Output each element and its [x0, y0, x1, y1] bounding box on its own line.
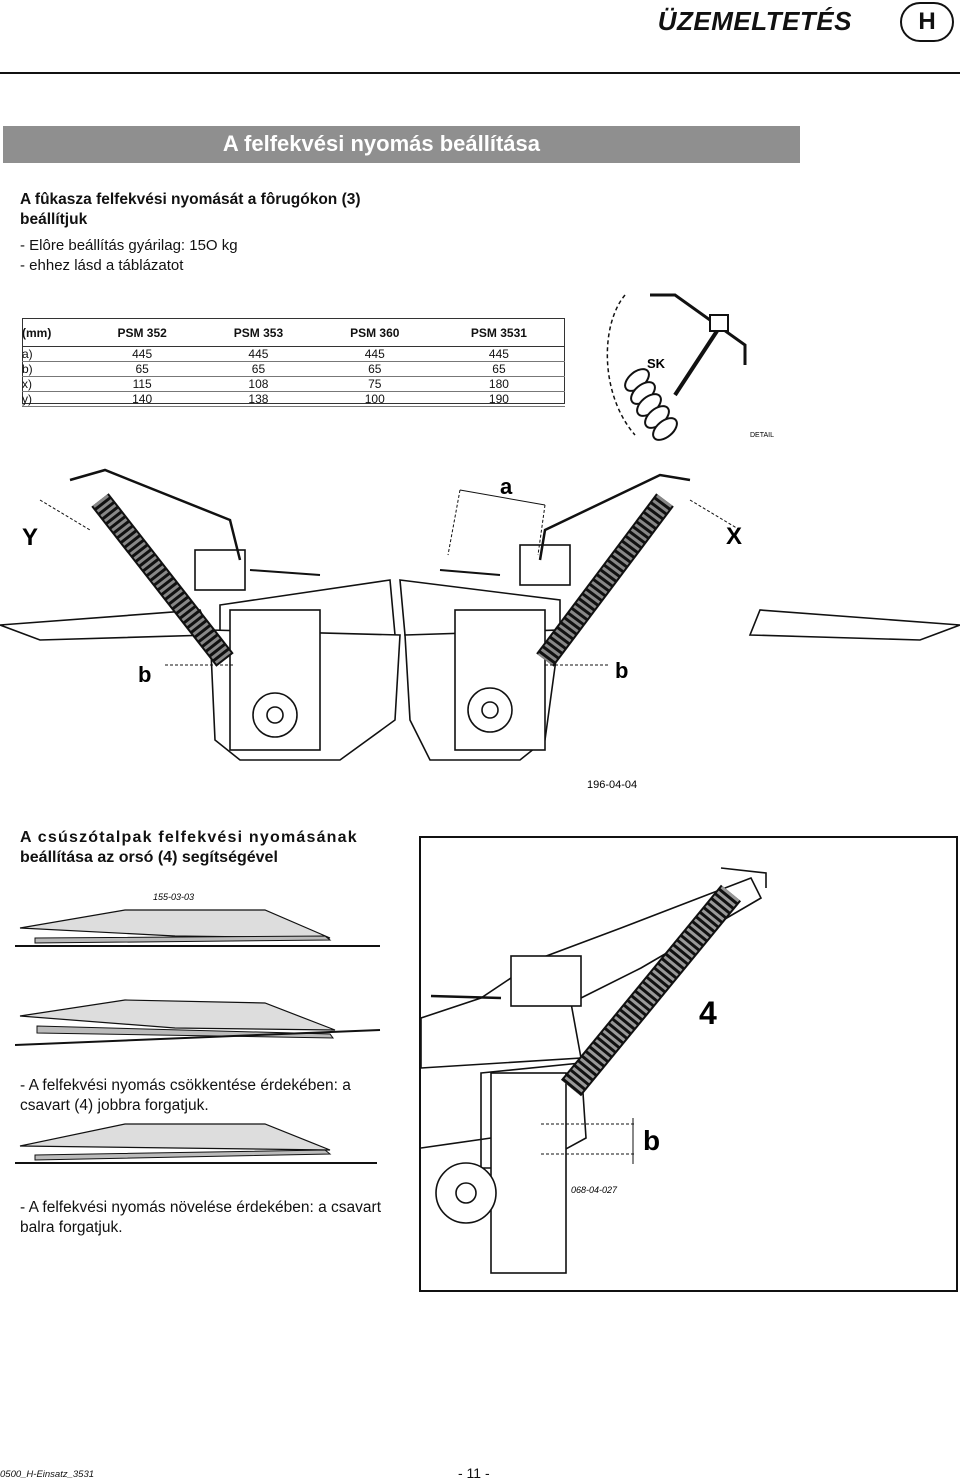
bullet-increase-pressure: - A felfekvési nyomás növelése érdekében… [20, 1199, 382, 1236]
spindle-figure-code: 068-04-027 [571, 1185, 618, 1195]
spindle-drawing-frame: 4 b 068-04-027 [419, 836, 958, 1292]
header-divider [0, 72, 960, 74]
table-cell: y) [22, 391, 84, 407]
table-cell: 445 [200, 346, 317, 362]
mower-frame-detail [421, 867, 767, 1274]
footer-doc-code: 0500_H-Einsatz_3531 [0, 1469, 95, 1480]
table-cell: 140 [84, 391, 201, 407]
spindle-rod [673, 329, 719, 397]
skid-caption-line2: beállítása az orsó (4) segítségével [20, 849, 278, 866]
table-cell: 115 [84, 376, 201, 392]
spec-table-header-row: (mm) PSM 352 PSM 353 PSM 360 PSM 3531 [22, 320, 565, 347]
header-section-label: ÜZEMELTETÉS [657, 6, 852, 36]
skid-increased [15, 1123, 377, 1164]
intro-line-preset: - Elôre beállítás gyárilag: 15O kg [20, 237, 238, 254]
spring-coils [624, 368, 678, 441]
b-dimension-lines [541, 1118, 636, 1164]
spindle-nut [709, 314, 729, 332]
figure-code: 196-04-04 [587, 779, 637, 791]
table-cell: 65 [200, 361, 317, 377]
adjusting-spring [560, 884, 742, 1097]
skid-decreased [15, 999, 381, 1046]
label-spindle-b: b [643, 1125, 660, 1156]
skid-caption-line1: A csúszótalpak felfekvési nyomásának [20, 829, 358, 846]
table-cell: 65 [316, 361, 433, 377]
footer-page-number: - 11 - [458, 1465, 490, 1481]
label-sk: SK [647, 356, 666, 371]
label-detail: DETAIL [750, 432, 774, 439]
spec-header-model: PSM 352 [84, 320, 201, 347]
label-x: X [726, 523, 742, 550]
section-title: A felfekvési nyomás beállítása [222, 131, 540, 156]
table-row: a) 445 445 445 445 [22, 346, 565, 362]
mower-suspension-drawing: Y X a b b 196-04-04 [0, 468, 960, 791]
table-cell: 190 [432, 391, 565, 407]
table-row: b) 65 65 65 65 [22, 361, 565, 377]
table-cell: 445 [432, 346, 565, 362]
dimension-lines [39, 489, 741, 666]
language-badge: H [900, 2, 954, 42]
label-spindle-4: 4 [699, 995, 717, 1031]
intro-line-table-ref: - ehhez lásd a táblázatot [20, 257, 184, 274]
label-a: a [500, 474, 513, 499]
table-cell: 65 [432, 361, 565, 377]
table-cell: 100 [316, 391, 433, 407]
table-cell: b) [22, 361, 84, 377]
skid-pressure-drawings: 155-03-03 [15, 892, 381, 1164]
spring-detail-drawing: SK DETAIL [606, 293, 774, 441]
right-mower-unit [399, 473, 960, 761]
label-y: Y [22, 524, 38, 551]
label-b-left: b [138, 662, 151, 687]
spec-table: (mm) PSM 352 PSM 353 PSM 360 PSM 3531 a)… [22, 320, 565, 407]
spindle-drawing: 4 b 068-04-027 [421, 867, 767, 1274]
table-cell: 108 [200, 376, 317, 392]
table-cell: a) [22, 346, 84, 362]
table-cell: 138 [200, 391, 317, 407]
spec-header-unit: (mm) [22, 320, 84, 347]
table-cell: 65 [84, 361, 201, 377]
left-main-spring [91, 493, 234, 667]
spec-header-model: PSM 360 [316, 320, 433, 347]
intro-title: A fûkasza felfekvési nyomását a fôrugóko… [20, 191, 361, 228]
table-cell: x) [22, 376, 84, 392]
bullet-decrease-pressure: - A felfekvési nyomás csökkentése érdeké… [20, 1077, 351, 1114]
table-cell: 180 [432, 376, 565, 392]
skid-neutral [15, 909, 380, 947]
skid-figure-code: 155-03-03 [153, 892, 194, 902]
section-title-bar [3, 126, 800, 163]
spring-bracket [650, 293, 747, 365]
label-b-right: b [615, 658, 628, 683]
left-mower-unit [0, 468, 401, 761]
table-row: x) 115 108 75 180 [22, 376, 565, 392]
table-cell: 445 [84, 346, 201, 362]
spec-header-model: PSM 3531 [432, 320, 565, 347]
table-cell: 445 [316, 346, 433, 362]
spec-header-model: PSM 353 [200, 320, 317, 347]
detail-boundary [606, 294, 636, 436]
table-cell: 75 [316, 376, 433, 392]
right-main-spring [536, 493, 674, 667]
table-row: y) 140 138 100 190 [22, 391, 565, 407]
